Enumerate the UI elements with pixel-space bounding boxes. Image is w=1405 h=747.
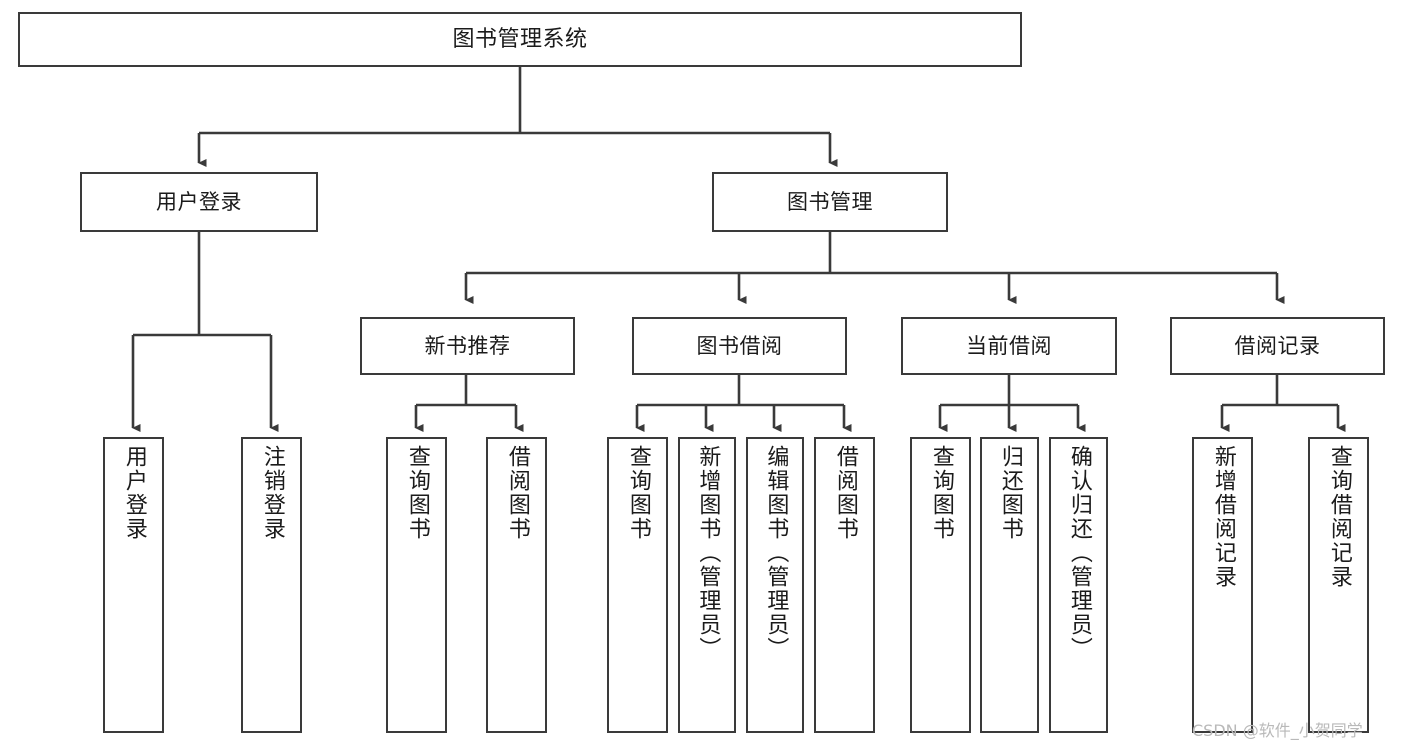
node-label: 新增借阅记录 xyxy=(1210,445,1236,589)
node-label: 新增图书（管理员） xyxy=(695,445,721,661)
leaf-user-logout[interactable]: 注销登录 xyxy=(241,437,302,733)
leaf-borrow-book-2[interactable]: 借阅图书 xyxy=(814,437,875,733)
node-label: 确认归还（管理员） xyxy=(1066,445,1092,661)
node-label: 借阅记录 xyxy=(1234,333,1321,358)
leaf-edit-book[interactable]: 编辑图书（管理员） xyxy=(746,437,804,733)
node-label: 新书推荐 xyxy=(424,333,511,358)
leaf-query-book-3[interactable]: 查询图书 xyxy=(910,437,971,733)
node-label: 当前借阅 xyxy=(966,333,1052,358)
node-label: 查询图书 xyxy=(404,445,430,541)
leaf-borrow-book-1[interactable]: 借阅图书 xyxy=(486,437,547,733)
node-label: 查询图书 xyxy=(625,445,651,541)
leaf-query-record[interactable]: 查询借阅记录 xyxy=(1308,437,1369,733)
node-label: 用户登录 xyxy=(156,189,242,214)
leaf-add-book[interactable]: 新增图书（管理员） xyxy=(678,437,736,733)
node-label: 用户登录 xyxy=(121,445,147,541)
node-book-management-system[interactable]: 图书管理系统 xyxy=(18,12,1022,67)
csdn-watermark: CSDN @软件_小贺同学 xyxy=(1192,721,1363,740)
leaf-add-record[interactable]: 新增借阅记录 xyxy=(1192,437,1253,733)
leaf-query-book-2[interactable]: 查询图书 xyxy=(607,437,668,733)
node-book-manage[interactable]: 图书管理 xyxy=(712,172,948,232)
node-borrow-record[interactable]: 借阅记录 xyxy=(1170,317,1385,375)
node-label: 编辑图书（管理员） xyxy=(763,445,789,661)
node-label: 借阅图书 xyxy=(832,445,858,541)
leaf-confirm-return[interactable]: 确认归还（管理员） xyxy=(1049,437,1108,733)
node-label: 图书管理系统 xyxy=(452,26,588,52)
node-label: 查询图书 xyxy=(928,445,954,541)
leaf-query-book-1[interactable]: 查询图书 xyxy=(386,437,447,733)
leaf-user-login[interactable]: 用户登录 xyxy=(103,437,164,733)
node-user-login[interactable]: 用户登录 xyxy=(80,172,318,232)
node-label: 查询借阅记录 xyxy=(1326,445,1352,589)
node-label: 借阅图书 xyxy=(504,445,530,541)
node-label: 注销登录 xyxy=(259,445,285,541)
node-label: 图书管理 xyxy=(787,189,873,214)
node-current-borrow[interactable]: 当前借阅 xyxy=(901,317,1117,375)
node-label: 图书借阅 xyxy=(696,333,783,358)
node-label: 归还图书 xyxy=(997,445,1023,541)
leaf-return-book[interactable]: 归还图书 xyxy=(980,437,1039,733)
node-book-borrow[interactable]: 图书借阅 xyxy=(632,317,847,375)
node-new-book-recommend[interactable]: 新书推荐 xyxy=(360,317,575,375)
